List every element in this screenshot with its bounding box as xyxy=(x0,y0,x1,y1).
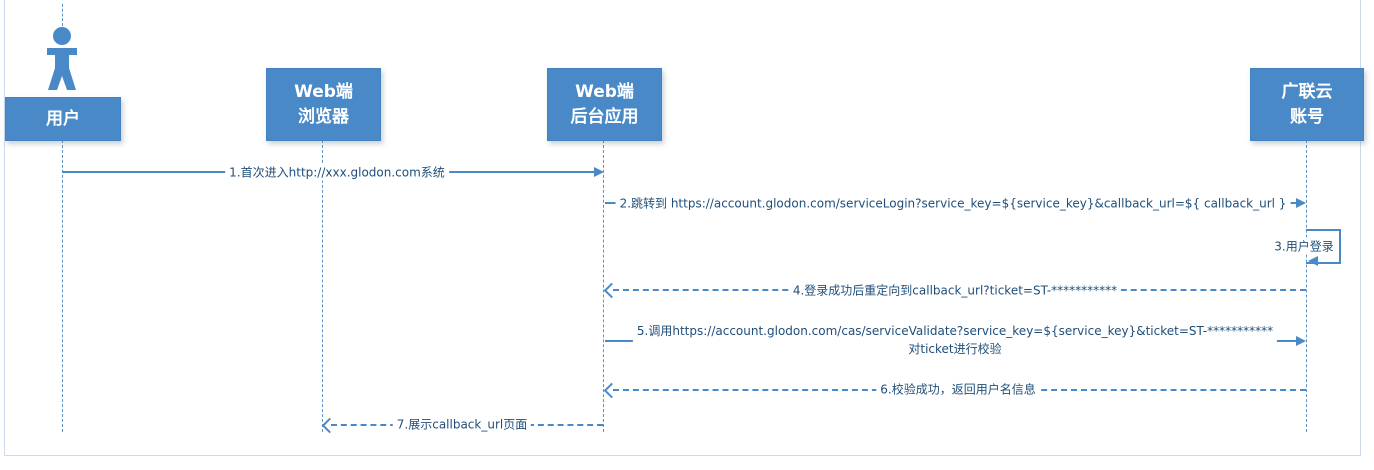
person-icon xyxy=(47,27,77,90)
message-7-arrow-icon xyxy=(321,417,338,434)
actor-user: 用户 xyxy=(5,97,121,141)
actor-web-browser-label-line2: 浏览器 xyxy=(298,106,349,127)
message-3-self-loop xyxy=(1306,229,1341,264)
message-6-arrow-icon xyxy=(603,382,620,399)
message-3-label: 3.用户登录 xyxy=(1270,237,1338,255)
lifeline-user-top-stub xyxy=(62,4,63,26)
actor-web-browser-label-line1: Web端 xyxy=(294,81,353,102)
message-1-arrow-icon xyxy=(594,167,604,177)
message-4-arrow-icon xyxy=(603,282,620,299)
message-4-label: 4.登录成功后重定向到callback_url?ticket=ST-******… xyxy=(788,281,1122,299)
actor-web-backend: Web端 后台应用 xyxy=(547,68,662,141)
actor-user-label: 用户 xyxy=(46,108,80,129)
message-5-arrow-icon xyxy=(1296,336,1306,346)
lifeline-glodon-account xyxy=(1306,140,1307,432)
actor-web-browser: Web端 浏览器 xyxy=(266,68,381,141)
lifeline-user xyxy=(62,140,63,432)
actor-web-backend-label-line1: Web端 xyxy=(575,81,634,102)
lifeline-web-backend xyxy=(603,140,604,432)
message-1-label: 1.首次进入http://xxx.glodon.com系统 xyxy=(225,163,449,181)
actor-glodon-account: 广联云 账号 xyxy=(1250,68,1364,141)
message-5-label-line1: 5.调用https://account.glodon.com/cas/servi… xyxy=(636,324,1274,338)
message-5-label: 5.调用https://account.glodon.com/cas/servi… xyxy=(632,322,1278,358)
actor-glodon-account-label-line2: 账号 xyxy=(1290,106,1324,127)
actor-web-backend-label-line2: 后台应用 xyxy=(570,106,639,127)
page-border-bottom xyxy=(4,455,1360,456)
actor-glodon-account-label-line1: 广联云 xyxy=(1281,81,1333,102)
message-6-label: 6.校验成功，返回用户名信息 xyxy=(876,380,1040,398)
page-border-right xyxy=(1360,0,1361,456)
message-2-arrow-icon xyxy=(1296,198,1306,208)
message-3-arrow-icon xyxy=(1308,256,1318,266)
lifeline-web-browser xyxy=(322,140,323,432)
message-7-label: 7.展示callback_url页面 xyxy=(392,415,532,433)
message-5-label-line2: 对ticket进行校验 xyxy=(908,342,1002,356)
page-border-left xyxy=(4,0,5,456)
message-2-label: 2.跳转到 https://account.glodon.com/service… xyxy=(615,194,1291,212)
